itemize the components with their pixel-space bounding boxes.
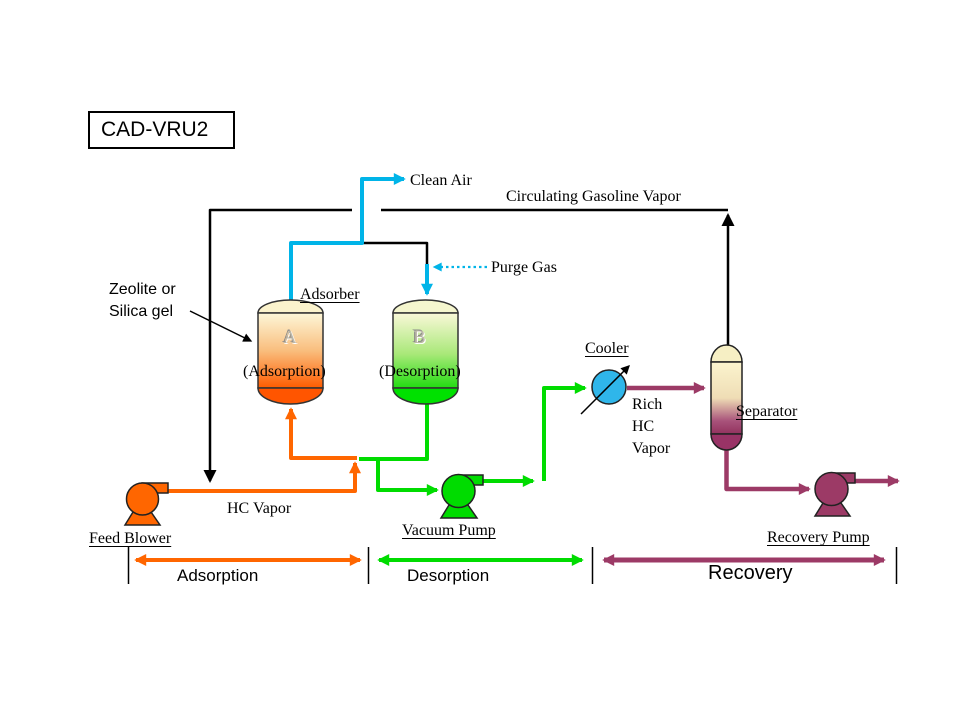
separator-label: Separator: [736, 403, 798, 420]
legend-desorption-label: Desorption: [407, 566, 490, 585]
zeolite-pointer-arrow: [189, 310, 253, 342]
legend-recovery-label: Recovery: [708, 562, 793, 584]
circulating-vapor-label: Circulating Gasoline Vapor: [506, 188, 681, 205]
pipe-hc-vapor-feed: [168, 407, 361, 493]
pump-feed-blower: [123, 482, 169, 526]
vessel-b-mode-label: (Desorption): [379, 363, 461, 380]
vessel-b-letter: B: [413, 327, 426, 348]
vessel-a-mode-label: (Adsorption): [243, 363, 326, 380]
rich-hc-vapor-label: Rich HC Vapor: [632, 396, 671, 457]
pipe-vacuum-desorption: [359, 382, 587, 496]
vessel-adsorber-b: [392, 299, 459, 405]
zeolite-label: Zeolite or Silica gel: [109, 281, 176, 320]
clean-air-label: Clean Air: [410, 172, 472, 189]
legend-adsorption-label: Adsorption: [177, 566, 259, 585]
pipe-circulating-gasoline-vapor: [203, 208, 735, 483]
vessel-a-letter: A: [283, 327, 297, 348]
recovery-pump-label: Recovery Pump: [767, 529, 870, 546]
vessel-adsorber-a: [257, 299, 324, 405]
pipe-clean-air: [289, 173, 406, 303]
cooler-label: Cooler: [585, 340, 629, 357]
pump-recovery: [813, 471, 856, 517]
hc-vapor-label: HC Vapor: [227, 500, 292, 517]
pump-vacuum: [439, 473, 484, 519]
cooler-symbol: [580, 365, 630, 415]
legend-ticks: [127, 547, 898, 584]
pipe-rich-hc-vapor: [627, 382, 900, 495]
vacuum-pump-label: Vacuum Pump: [402, 522, 496, 539]
feed-blower-label: Feed Blower: [89, 530, 172, 547]
vessel-separator: [710, 344, 743, 451]
title-box: CAD-VRU2: [88, 111, 235, 149]
purge-gas-label: Purge Gas: [491, 259, 557, 276]
adsorber-label: Adsorber: [300, 286, 360, 303]
